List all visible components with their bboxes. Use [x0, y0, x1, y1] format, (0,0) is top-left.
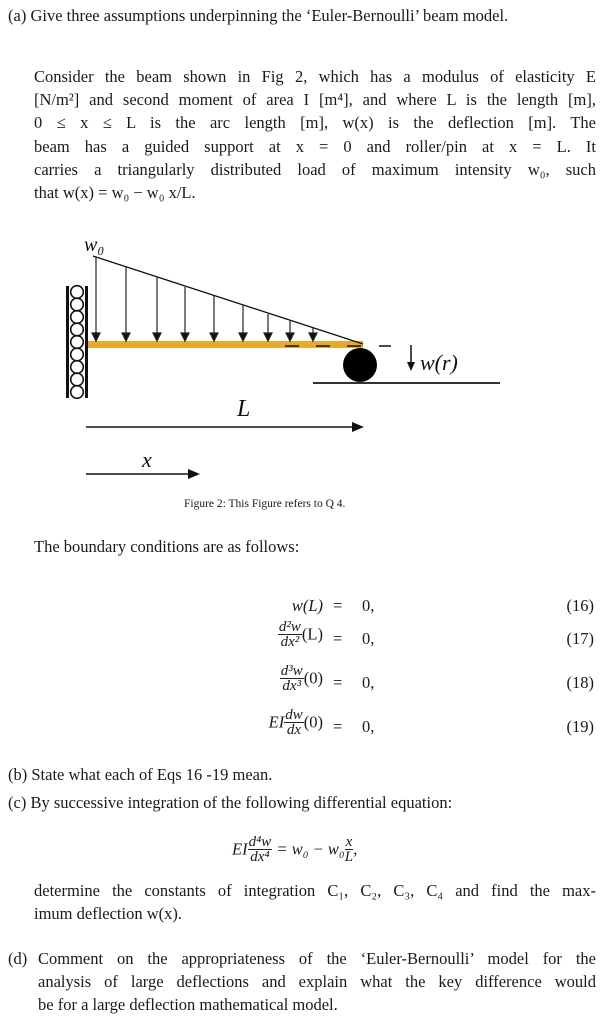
eq16-number: (16)	[566, 596, 595, 615]
intro-line-2: [N/m²] and second moment of area I [m⁴],…	[34, 90, 596, 110]
figure-caption: Figure 2: This Figure refers to Q 4.	[184, 498, 346, 510]
question-c: (c) By successive integration of the fol…	[8, 791, 452, 814]
eq19-equals: =	[333, 717, 343, 736]
question-b: (b) State what each of Eqs 16 -19 mean.	[8, 763, 272, 786]
load-intensity-label: w₀	[84, 234, 104, 256]
boundary-intro: The boundary conditions are as follows:	[34, 537, 300, 556]
de-den: dx⁴	[250, 849, 270, 865]
equation-16: w(L) = 0, (16)	[0, 596, 603, 620]
question-d-line-1: Comment on the appropriateness of the ‘E…	[38, 949, 596, 968]
eq17-number: (17)	[566, 629, 595, 648]
question-b-label: (b)	[8, 765, 28, 784]
eq19-number: (19)	[566, 717, 595, 736]
roller-support-icon	[343, 348, 377, 382]
eq17-num: d²w	[277, 619, 302, 635]
length-label: L	[236, 396, 250, 422]
question-a: (a) Give three assumptions underpinning …	[8, 4, 508, 27]
question-d-line-3: be for a large deflection mathematical m…	[38, 995, 338, 1015]
de-frac-den: L	[344, 849, 354, 865]
intro-line-5: carries a triangularly distributed load …	[34, 159, 596, 179]
x-arrow-icon	[188, 469, 200, 479]
intro-line-1: Consider the beam shown in Fig 2, which …	[34, 67, 596, 86]
question-c-text: By successive integration of the followi…	[30, 793, 453, 812]
de-end: ,	[353, 839, 358, 859]
question-c-body: determine the constants of integration C…	[34, 879, 596, 925]
eq18-arg: (0)	[303, 668, 323, 688]
question-d-line-2: analysis of large deflections and explai…	[38, 972, 596, 992]
question-d: Comment on the appropriateness of the ‘E…	[38, 947, 596, 1017]
beam	[88, 341, 363, 348]
eq18-equals: =	[333, 673, 343, 692]
eq17-equals: =	[333, 629, 343, 648]
eq16-rhs: 0,	[362, 596, 375, 615]
deflection-arrow-icon	[407, 345, 415, 371]
eq16-equals: =	[333, 596, 343, 615]
distributed-load-arrows	[91, 257, 318, 343]
intro-line-6: that w(x) = w₀ − w₀ x/L.	[34, 183, 196, 203]
deflection-label: w(r)	[420, 350, 458, 375]
eq19-prefix: EI	[268, 712, 285, 732]
eq18-number: (18)	[566, 673, 595, 692]
eq18-rhs: 0,	[362, 673, 375, 692]
intro-line-4: beam has a guided support at x = 0 and r…	[34, 136, 596, 156]
question-c-line-1: determine the constants of integration C…	[34, 881, 596, 900]
question-a-text: Give three assumptions underpinning the …	[30, 6, 509, 25]
de-prefix: EI	[232, 839, 248, 859]
de-frac-num: x	[344, 834, 354, 850]
length-arrow-icon	[352, 422, 364, 432]
eq16-lhs: w(L)	[291, 596, 323, 615]
question-c-label: (c)	[8, 793, 27, 812]
de-rhs: = w₀ − w₀	[276, 839, 345, 859]
eq17-den: dx²	[280, 634, 300, 650]
eq19-den: dx	[286, 722, 302, 738]
eq19-rhs: 0,	[362, 717, 375, 736]
question-b-text: State what each of Eqs 16 -19 mean.	[31, 765, 273, 784]
x-label: x	[141, 447, 152, 472]
eq17-arg: (L)	[301, 624, 323, 644]
question-a-label: (a)	[8, 6, 27, 25]
eq17-rhs: 0,	[362, 629, 375, 648]
de-num: d⁴w	[247, 834, 273, 850]
problem-statement: Consider the beam shown in Fig 2, which …	[34, 65, 596, 204]
eq19-arg: (0)	[303, 712, 323, 732]
guided-support-icon	[66, 284, 88, 400]
beam-figure: w(r) w₀ L x	[0, 225, 603, 495]
question-c-line-2: imum deflection w(x).	[34, 904, 183, 924]
intro-line-3: 0 ≤ x ≤ L is the arc length [m], w(x) is…	[34, 113, 596, 133]
eq19-num: dw	[284, 707, 304, 723]
question-d-label: (d)	[8, 949, 28, 968]
eq18-num: d³w	[279, 663, 304, 679]
eq18-den: dx³	[282, 678, 302, 694]
